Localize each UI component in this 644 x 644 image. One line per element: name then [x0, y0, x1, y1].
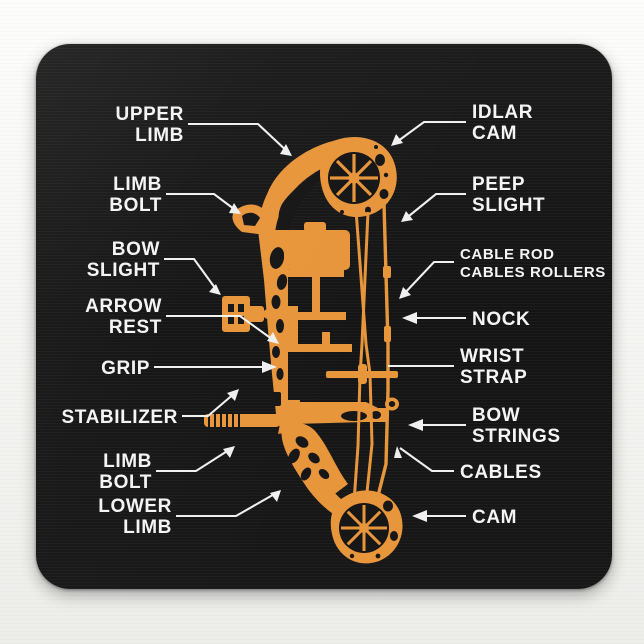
label-cam: CAM	[472, 507, 517, 528]
arrow-rest-shape	[286, 344, 352, 352]
label-stabilizer: STABILIZER	[62, 407, 178, 428]
label-upper-limb-line2: LIMB	[135, 125, 184, 146]
lower-riser-cutouts	[288, 436, 330, 481]
label-bow-slight-line1: BOW	[112, 239, 160, 260]
stabilizer-shape	[204, 414, 280, 427]
label-peep-slight-line1: PEEP	[472, 174, 525, 195]
label-wrist-strap-line2: STRAP	[460, 367, 527, 388]
label-wrist-strap-line1: WRIST	[460, 346, 524, 367]
riser-cutouts	[269, 247, 288, 406]
label-bow-slight-line2: SLIGHT	[87, 260, 160, 281]
label-cables: CABLES	[460, 462, 542, 483]
bow-strings-and-cables	[352, 203, 390, 505]
riser-shape	[258, 230, 300, 436]
leader-lines	[154, 120, 466, 522]
cable-2	[352, 211, 370, 503]
label-bow-strings-line1: BOW	[472, 405, 520, 426]
label-bow-strings-line2: STRINGS	[472, 426, 561, 447]
string-serving	[384, 326, 391, 342]
label-lower-limb-line2: LIMB	[123, 517, 172, 538]
label-arrow-rest-line1: ARROW	[85, 296, 162, 317]
label-idlar-cam-line1: IDLAR	[472, 102, 533, 123]
label-cable-rod-line2: CABLES ROLLERS	[460, 264, 606, 281]
nock	[385, 397, 399, 411]
peep-sight	[383, 266, 391, 278]
bow-graphic	[204, 136, 403, 564]
label-limb-bolt-upper-line1: LIMB	[113, 174, 162, 195]
label-cable-rod-line1: CABLE ROD	[460, 246, 555, 263]
label-texts: UPPER LIMB LIMB BOLT BOW SLIGHT ARROW RE…	[62, 102, 606, 538]
label-limb-bolt-lower-line2: BOLT	[99, 472, 152, 493]
bow-sight	[222, 296, 284, 332]
label-limb-bolt-upper-line2: BOLT	[109, 195, 162, 216]
label-arrow-rest-line2: REST	[109, 317, 162, 338]
sight-block	[284, 222, 350, 320]
upper-limb-cutout	[278, 166, 336, 232]
mousepad: UPPER LIMB LIMB BOLT BOW SLIGHT ARROW RE…	[36, 44, 612, 589]
label-grip: GRIP	[101, 358, 150, 379]
label-upper-limb-line1: UPPER	[116, 104, 184, 125]
label-idlar-cam-line2: CAM	[472, 123, 517, 144]
compound-bow-diagram: UPPER LIMB LIMB BOLT BOW SLIGHT ARROW RE…	[62, 102, 606, 564]
label-lower-limb-line1: LOWER	[98, 496, 172, 517]
label-limb-bolt-lower-line1: LIMB	[103, 451, 152, 472]
lower-cam	[330, 490, 403, 564]
idler-cam	[320, 136, 397, 218]
label-nock: NOCK	[472, 309, 530, 330]
cable-rod	[326, 364, 398, 384]
grip-wrist-strap	[284, 402, 388, 424]
label-peep-slight-line2: SLIGHT	[472, 195, 545, 216]
bow-string	[374, 203, 390, 505]
